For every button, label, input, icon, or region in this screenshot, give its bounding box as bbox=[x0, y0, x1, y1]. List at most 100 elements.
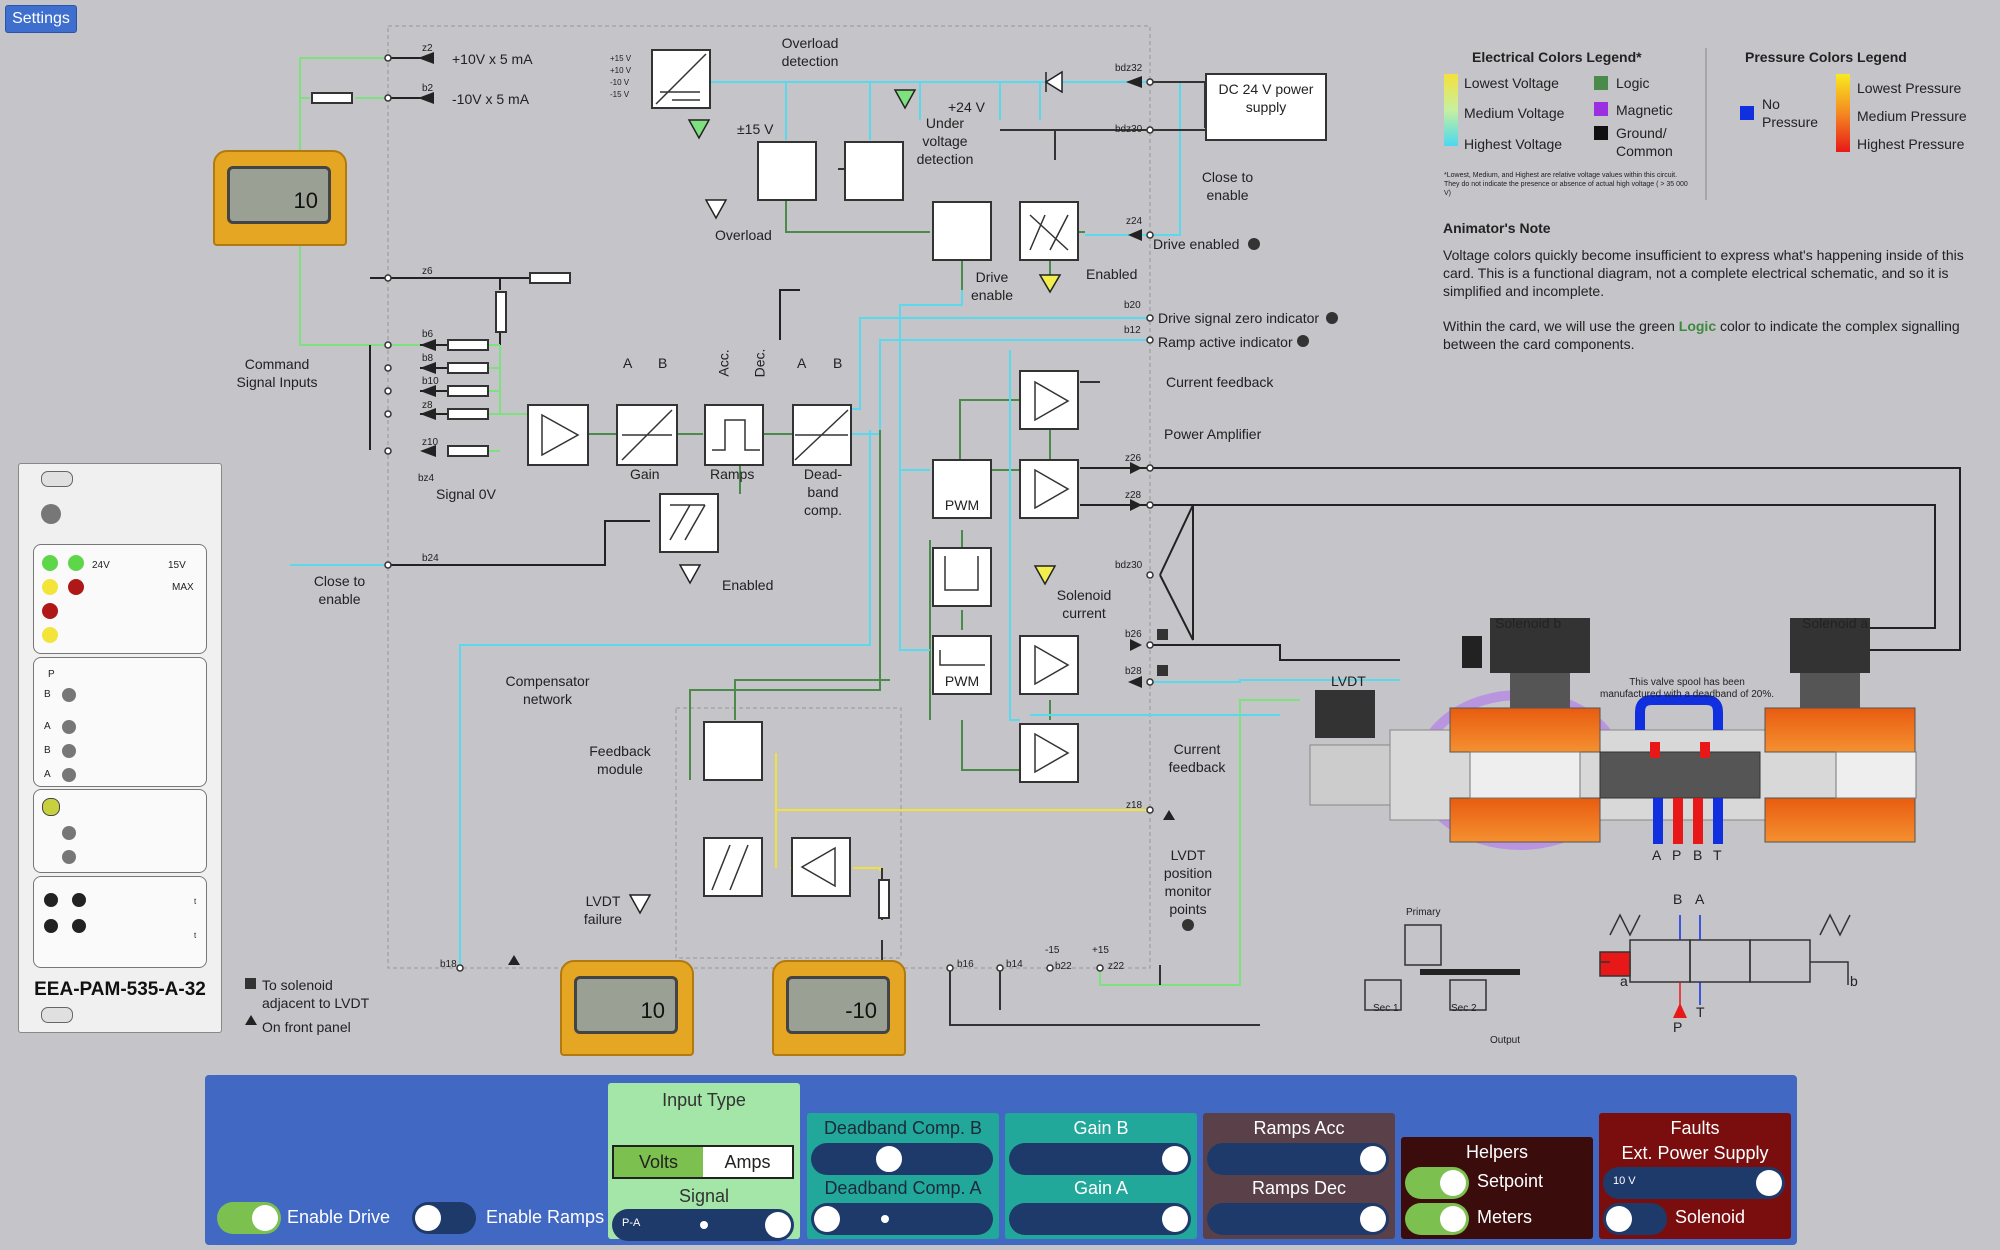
led-yellow-2 bbox=[42, 627, 58, 643]
setpoint-label: Setpoint bbox=[1477, 1171, 1544, 1191]
sym-top-b: B bbox=[1673, 891, 1683, 907]
meters-knob bbox=[1440, 1206, 1466, 1232]
electrical-legend-title: Electrical Colors Legend* bbox=[1472, 49, 1642, 65]
label-db-a: A bbox=[797, 355, 807, 371]
label-lvdt-position: LVDT position monitor points bbox=[1163, 847, 1213, 917]
panel-section-ramps bbox=[33, 789, 207, 873]
signal-knob[interactable] bbox=[765, 1212, 791, 1238]
label-pm15v: ±15 V bbox=[737, 121, 774, 137]
port-b: B bbox=[1693, 847, 1703, 863]
label-overload-detection: Overload detection bbox=[781, 35, 839, 69]
panel-p: P bbox=[48, 669, 55, 680]
pin-b26: b26 bbox=[1125, 629, 1142, 640]
pin-z26: z26 bbox=[1125, 453, 1142, 464]
ramps-dec-label: Ramps Dec bbox=[1251, 1178, 1347, 1198]
pin-z6: z6 bbox=[422, 266, 433, 277]
input-type-selector: Volts Amps bbox=[612, 1145, 794, 1179]
label-signal-0v: Signal 0V bbox=[436, 486, 496, 502]
faults-title: Faults bbox=[1670, 1118, 1720, 1138]
gain-a-label: Gain A bbox=[1073, 1178, 1129, 1198]
label-drive-signal-zero: Drive signal zero indicator bbox=[1158, 310, 1320, 326]
ramps-acc-slider[interactable] bbox=[1207, 1143, 1389, 1175]
pot-icon-4[interactable] bbox=[62, 768, 76, 782]
pot-icon-2[interactable] bbox=[62, 720, 76, 734]
sym-p: P bbox=[1673, 1019, 1683, 1035]
rail-p15: +15 V bbox=[610, 54, 632, 63]
pressure-legend-title: Pressure Colors Legend bbox=[1745, 49, 1907, 65]
animator-note: Voltage colors quickly become insufficie… bbox=[1443, 246, 1978, 370]
label-lvdt: LVDT bbox=[1331, 673, 1366, 689]
card-model-name: EEA-PAM-535-A-32 bbox=[34, 979, 206, 1000]
label-overload: Overload bbox=[715, 227, 772, 243]
meters-toggle[interactable] bbox=[1405, 1203, 1469, 1235]
port-p: P bbox=[1672, 847, 1682, 863]
ramps-dec-slider[interactable] bbox=[1207, 1203, 1389, 1235]
ext-power-slider[interactable]: 10 V bbox=[1603, 1167, 1785, 1199]
legend-no-pressure: No Pressure bbox=[1762, 96, 1819, 130]
pin-m15: -15 bbox=[1045, 945, 1060, 956]
ramps-dec-knob[interactable] bbox=[1360, 1206, 1386, 1232]
ramps-acc-label: Ramps Acc bbox=[1253, 1118, 1345, 1138]
animator-note-p1: Voltage colors quickly become insufficie… bbox=[1443, 247, 1964, 299]
setpoint-toggle[interactable] bbox=[1405, 1167, 1469, 1199]
port-a: A bbox=[1652, 847, 1662, 863]
panel-b1: B bbox=[44, 689, 51, 700]
volts-option[interactable]: Volts bbox=[614, 1147, 703, 1177]
pin-z18: z18 bbox=[1126, 800, 1143, 811]
pot-icon-5[interactable] bbox=[62, 826, 76, 840]
multimeter-top: 10 bbox=[213, 150, 347, 246]
pin-b16: b16 bbox=[957, 959, 974, 970]
amps-option[interactable]: Amps bbox=[724, 1152, 771, 1172]
signal-slider[interactable]: P-A bbox=[612, 1209, 794, 1241]
gain-a-slider[interactable] bbox=[1009, 1203, 1191, 1235]
solenoid-fault-toggle[interactable] bbox=[1603, 1203, 1667, 1235]
enable-drive-toggle[interactable] bbox=[217, 1202, 281, 1234]
label-current-feedback-bottom: Current feedback bbox=[1168, 741, 1226, 775]
pin-b24: b24 bbox=[422, 553, 439, 564]
pin-b14: b14 bbox=[1006, 959, 1023, 970]
label-dec: Dec. bbox=[751, 348, 768, 378]
pin-z2: z2 bbox=[422, 43, 433, 54]
label-minus10v: -10V x 5 mA bbox=[452, 91, 530, 107]
rail-m10: -10 V bbox=[610, 78, 630, 87]
settings-button[interactable]: Settings bbox=[5, 5, 77, 33]
helpers-title: Helpers bbox=[1465, 1142, 1529, 1162]
pot-icon-1[interactable] bbox=[62, 688, 76, 702]
label-under-voltage: Under voltage detection bbox=[916, 115, 974, 167]
pin-z10: z10 bbox=[422, 437, 439, 448]
label-drive-enabled: Drive enabled bbox=[1153, 236, 1240, 252]
meter-top-display: 10 bbox=[227, 166, 331, 224]
pin-bdz30b: bdz30 bbox=[1115, 560, 1143, 571]
pot-icon-6[interactable] bbox=[62, 850, 76, 864]
gain-a-knob[interactable] bbox=[1162, 1206, 1188, 1232]
panel-section-adjust: P B A B A bbox=[33, 657, 207, 787]
solenoid-fault-knob bbox=[1606, 1206, 1632, 1232]
swatch-ground bbox=[1594, 126, 1608, 140]
ramps-acc-knob[interactable] bbox=[1360, 1146, 1386, 1172]
deadband-a-knob[interactable] bbox=[814, 1206, 840, 1232]
label-valve-note: This valve spool has been manufactured w… bbox=[1599, 677, 1774, 700]
gain-b-knob[interactable] bbox=[1162, 1146, 1188, 1172]
panel-b2: B bbox=[44, 745, 51, 756]
label-solenoid-b: Solenoid b bbox=[1495, 615, 1562, 631]
enable-ramps-toggle[interactable] bbox=[412, 1202, 476, 1234]
sym-a: a bbox=[1620, 973, 1628, 989]
led-red-2 bbox=[42, 603, 58, 619]
ext-power-knob[interactable] bbox=[1756, 1170, 1782, 1196]
label-solenoid-a: Solenoid a bbox=[1802, 615, 1869, 631]
pin-b18: b18 bbox=[440, 959, 457, 970]
socket-icon-3 bbox=[44, 919, 58, 933]
label-drive-enable: Drive enable bbox=[970, 269, 1014, 303]
label-gain-a: A bbox=[623, 355, 633, 371]
note-logic-word: Logic bbox=[1678, 318, 1717, 334]
gain-b-label: Gain B bbox=[1073, 1118, 1129, 1138]
gain-b-slider[interactable] bbox=[1009, 1143, 1191, 1175]
deadband-b-knob[interactable] bbox=[876, 1146, 902, 1172]
label-ramps: Ramps bbox=[710, 466, 755, 482]
led-ramp bbox=[42, 798, 60, 816]
pot-icon-3[interactable] bbox=[62, 744, 76, 758]
panel-section-leds: 24V 15V MAX bbox=[33, 544, 207, 654]
deadband-b-slider[interactable] bbox=[811, 1143, 993, 1175]
label-plus24v: +24 V bbox=[948, 99, 985, 115]
deadband-a-slider[interactable] bbox=[811, 1203, 993, 1235]
